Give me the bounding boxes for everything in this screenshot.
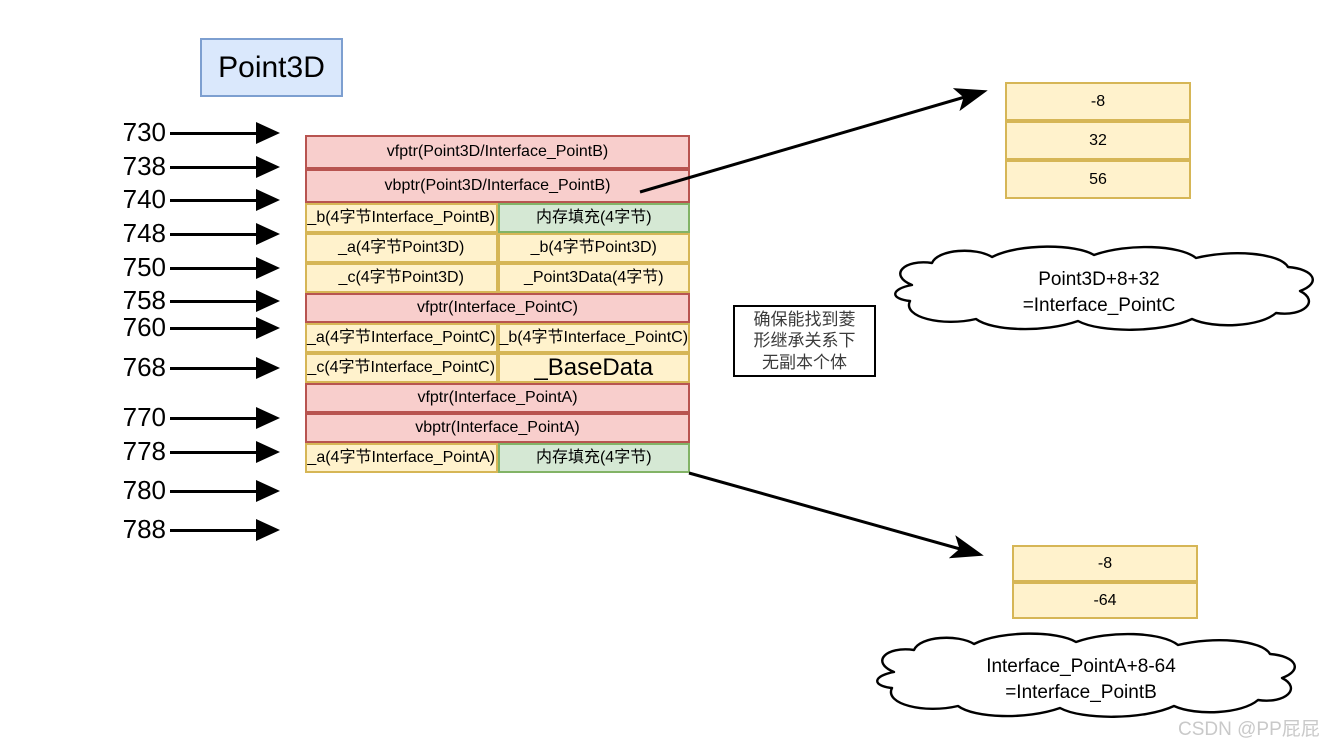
offset-arrow-line xyxy=(170,132,258,135)
memory-row: vbptr(Point3D/Interface_PointB) xyxy=(305,169,690,203)
offset-arrow-head-icon xyxy=(256,407,280,429)
vbtable-bottom: -8-64 xyxy=(1012,545,1198,619)
offset-arrow-line xyxy=(170,233,258,236)
cloud-top-label: Point3D+8+32 =Interface_PointC xyxy=(1022,269,1176,316)
memory-row: _a(4字节Interface_PointA)内存填充(4字节) xyxy=(305,443,690,473)
cloud-shape-top-icon xyxy=(894,245,1314,331)
memory-cell: vbptr(Interface_PointA) xyxy=(305,413,690,443)
memory-cell: _BaseData xyxy=(497,353,690,383)
offset-label: 738 xyxy=(122,151,166,181)
offset-arrow-line xyxy=(170,300,258,303)
memory-row: vfptr(Interface_PointC) xyxy=(305,293,690,323)
vbtable-entry: -64 xyxy=(1012,582,1198,619)
csdn-watermark: CSDN @PP屁屁 xyxy=(1178,719,1320,740)
offset-label: 770 xyxy=(122,402,166,432)
offset-arrow-line xyxy=(170,267,258,270)
offset-arrow-line xyxy=(170,166,258,169)
offset-arrow-head-icon xyxy=(256,122,280,144)
memory-cell: 内存填充(4字节) xyxy=(497,203,690,233)
class-title-box: Point3D xyxy=(200,38,343,97)
memory-row: _a(4字节Point3D)_b(4字节Point3D) xyxy=(305,233,690,263)
note-line-2: 形继承关系下 xyxy=(753,331,856,351)
vbtable-entry: -8 xyxy=(1005,82,1191,121)
memory-row: _a(4字节Interface_PointC)_b(4字节Interface_P… xyxy=(305,323,690,353)
offset-arrow-head-icon xyxy=(256,156,280,178)
offset-label: 760 xyxy=(122,312,166,342)
memory-row: vbptr(Interface_PointA) xyxy=(305,413,690,443)
offset-arrow-line xyxy=(170,451,258,454)
note-line-1: 确保能找到菱 xyxy=(753,310,856,330)
offset-arrow-head-icon xyxy=(256,317,280,339)
memory-cell: vbptr(Point3D/Interface_PointB) xyxy=(305,169,690,203)
memory-layout-stack: vfptr(Point3D/Interface_PointB)vbptr(Poi… xyxy=(305,135,690,473)
offset-arrow-head-icon xyxy=(256,257,280,279)
note-box: 确保能找到菱 形继承关系下 无副本个体 xyxy=(733,305,876,377)
offset-label: 758 xyxy=(122,285,166,315)
offset-arrow-head-icon xyxy=(256,357,280,379)
offset-label: 778 xyxy=(122,436,166,466)
memory-cell: _a(4字节Interface_PointC) xyxy=(305,323,498,353)
memory-cell: _b(4字节Point3D) xyxy=(497,233,690,263)
cloud-shape-bottom-icon xyxy=(876,632,1296,718)
note-line-3: 无副本个体 xyxy=(762,352,847,372)
memory-cell: _c(4字节Point3D) xyxy=(305,263,498,293)
memory-cell: _b(4字节Interface_PointB) xyxy=(305,203,498,233)
memory-cell: 内存填充(4字节) xyxy=(497,443,690,473)
memory-row: _c(4字节Point3D)_Point3Data(4字节) xyxy=(305,263,690,293)
memory-cell: _a(4字节Interface_PointA) xyxy=(305,443,498,473)
vbtable-entry: 56 xyxy=(1005,160,1191,199)
class-title-label: Point3D xyxy=(218,50,325,84)
memory-row: vfptr(Point3D/Interface_PointB) xyxy=(305,135,690,169)
memory-cell: _b(4字节Interface_PointC) xyxy=(497,323,690,353)
cloud-callout-top: Point3D+8+32 =Interface_PointC xyxy=(880,245,1318,331)
offset-arrow-line xyxy=(170,417,258,420)
offset-arrow-head-icon xyxy=(256,441,280,463)
offset-arrow-line xyxy=(170,529,258,532)
memory-row: _b(4字节Interface_PointB)内存填充(4字节) xyxy=(305,203,690,233)
offset-label: 730 xyxy=(122,117,166,147)
offset-arrow-line xyxy=(170,199,258,202)
memory-cell: _a(4字节Point3D) xyxy=(305,233,498,263)
vbtable-entry: 32 xyxy=(1005,121,1191,160)
offset-arrow-line xyxy=(170,327,258,330)
offset-arrow-head-icon xyxy=(256,223,280,245)
offset-arrow-line xyxy=(170,490,258,493)
offset-arrow-head-icon xyxy=(256,290,280,312)
memory-cell: vfptr(Interface_PointA) xyxy=(305,383,690,413)
offset-arrow-head-icon xyxy=(256,189,280,211)
vbtable-entry: -8 xyxy=(1012,545,1198,582)
offset-arrow-head-icon xyxy=(256,480,280,502)
cloud-callout-bottom: Interface_PointA+8-64 =Interface_PointB xyxy=(862,632,1300,718)
offset-label: 748 xyxy=(122,218,166,248)
offset-arrow-head-icon xyxy=(256,519,280,541)
offset-label: 768 xyxy=(122,352,166,382)
cloud-bottom-label: Interface_PointA+8-64 =Interface_PointB xyxy=(986,656,1176,703)
offset-label: 780 xyxy=(122,475,166,505)
offset-label: 788 xyxy=(122,514,166,544)
arrow-vbptr-interfacea-to-vbtable xyxy=(688,471,984,559)
memory-row: _c(4字节Interface_PointC)_BaseData xyxy=(305,353,690,383)
offset-label: 750 xyxy=(122,252,166,282)
memory-cell: vfptr(Interface_PointC) xyxy=(305,293,690,323)
offset-label: 740 xyxy=(122,184,166,214)
arrow-vbptr-point3d-to-vbtable xyxy=(639,88,988,194)
offset-arrow-line xyxy=(170,367,258,370)
memory-cell: vfptr(Point3D/Interface_PointB) xyxy=(305,135,690,169)
memory-cell: _c(4字节Interface_PointC) xyxy=(305,353,498,383)
memory-row: vfptr(Interface_PointA) xyxy=(305,383,690,413)
memory-cell: _Point3Data(4字节) xyxy=(497,263,690,293)
